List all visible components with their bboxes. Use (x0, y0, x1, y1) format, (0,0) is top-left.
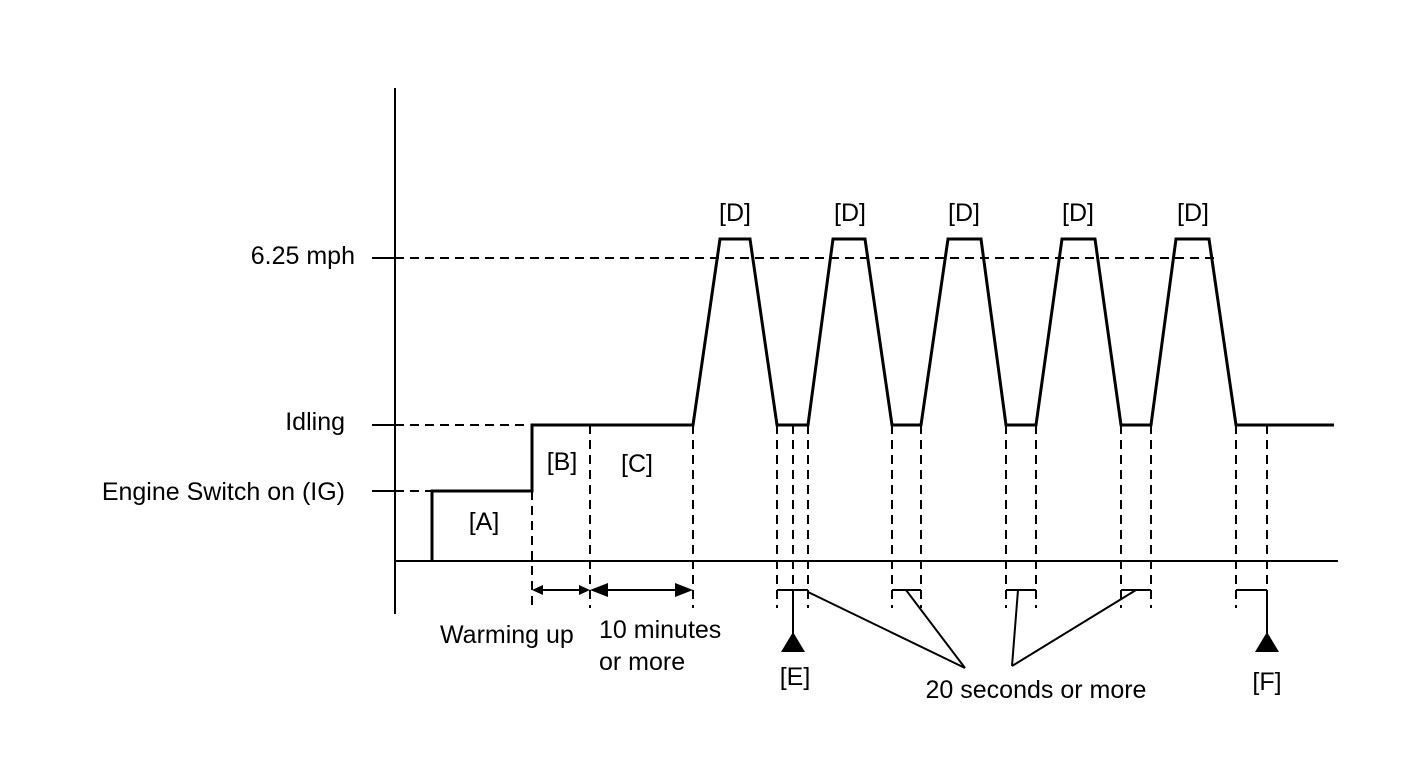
ig-level-label: Engine Switch on (IG) (102, 478, 345, 506)
phase-d-label: [D] (948, 199, 980, 227)
or-more-label: or more (599, 648, 685, 676)
idling-level-label: Idling (285, 408, 345, 436)
phase-d-label: [D] (1062, 199, 1094, 227)
phase-d-label: [D] (719, 199, 751, 227)
speed-level-label: 6.25 mph (251, 242, 355, 270)
phase-c-label: [C] (621, 450, 653, 478)
phase-d-label: [D] (834, 199, 866, 227)
event-e-marker-icon (781, 632, 805, 652)
vehicle-speed-trace (430, 237, 1334, 561)
event-e-label: [E] (780, 663, 811, 691)
twenty-seconds-label: 20 seconds or more (926, 676, 1147, 704)
phase-d-label: [D] (1177, 199, 1209, 227)
twenty-seconds-leaders (807, 589, 1137, 669)
warming-up-label: Warming up (440, 621, 574, 649)
ten-minutes-arrow (590, 583, 693, 597)
event-f-marker-icon (1255, 632, 1279, 652)
warming-up-arrow (532, 585, 590, 595)
event-f-label: [F] (1252, 668, 1281, 696)
phase-a-label: [A] (469, 508, 500, 536)
phase-b-label: [B] (547, 448, 578, 476)
ten-minutes-label: 10 minutes (599, 616, 721, 644)
